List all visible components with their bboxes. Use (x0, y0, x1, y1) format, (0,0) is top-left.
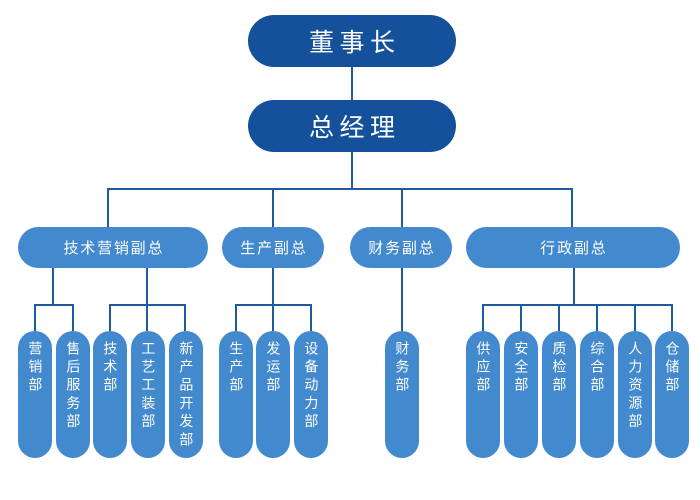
connector-vp4-drop-quality (558, 304, 560, 331)
node-vp-technical-marketing-label: 技术营销副总 (63, 240, 165, 257)
connector-vp1-stem-b (146, 268, 148, 304)
node-vp-administration[interactable]: 行政副总 (466, 227, 680, 268)
node-vp-production[interactable]: 生产副总 (222, 227, 324, 268)
connector-vp2-drop-production (235, 304, 237, 331)
node-dept-production-label: 生产部 (228, 341, 245, 396)
node-dept-finance[interactable]: 财务部 (385, 331, 419, 458)
connector-vp-drop-1 (107, 188, 109, 227)
connector-vp1-drop-newproduct (184, 304, 186, 331)
connector-vp4-drop-hr (634, 304, 636, 331)
node-vp-administration-label: 行政副总 (540, 240, 608, 257)
node-dept-process-tooling[interactable]: 工艺工装部 (131, 331, 165, 458)
connector-vp4-drop-safety (520, 304, 522, 331)
node-dept-general-affairs-label: 综合部 (589, 341, 606, 396)
node-dept-general-affairs[interactable]: 综合部 (580, 331, 614, 458)
connector-vp2-drop-shipping (272, 304, 274, 331)
node-dept-shipping-label: 发运部 (265, 341, 282, 396)
node-dept-supply[interactable]: 供应部 (466, 331, 500, 458)
connector-vp-drop-3 (401, 188, 403, 227)
node-dept-shipping[interactable]: 发运部 (256, 331, 290, 458)
connector-chairman-to-gm (351, 67, 353, 100)
connector-vp4-drop-general (596, 304, 598, 331)
node-dept-after-sales-service[interactable]: 售后服务部 (56, 331, 90, 458)
connector-vp4-drop-supply (482, 304, 484, 331)
connector-vp1-bus-a (34, 304, 72, 306)
connector-vp2-stem (272, 268, 274, 304)
connector-vp1-stem-a (52, 268, 54, 304)
node-dept-equipment-power-label: 设备动力部 (303, 341, 320, 432)
node-dept-warehouse[interactable]: 仓储部 (655, 331, 689, 458)
node-dept-quality-inspection[interactable]: 质检部 (542, 331, 576, 458)
node-vp-finance-label: 财务副总 (368, 240, 436, 257)
connector-vp-drop-4 (571, 188, 573, 227)
connector-vp4-drop-warehouse (671, 304, 673, 331)
node-dept-warehouse-label: 仓储部 (664, 341, 681, 396)
node-dept-production[interactable]: 生产部 (219, 331, 253, 458)
node-dept-marketing[interactable]: 营销部 (18, 331, 52, 458)
node-chairman-label: 董事长 (308, 29, 401, 57)
connector-vp1-drop-marketing (34, 304, 36, 331)
node-general-manager-label: 总经理 (308, 114, 401, 142)
node-dept-technology[interactable]: 技术部 (93, 331, 127, 458)
connector-vp4-bus (482, 304, 673, 306)
connector-vp-drop-2 (272, 188, 274, 227)
node-dept-human-resources[interactable]: 人力资源部 (618, 331, 652, 458)
node-dept-new-product-development[interactable]: 新产品开发部 (169, 331, 203, 458)
node-dept-supply-label: 供应部 (475, 341, 492, 396)
node-dept-quality-inspection-label: 质检部 (551, 341, 568, 396)
node-dept-safety-label: 安全部 (513, 341, 530, 396)
node-vp-finance[interactable]: 财务副总 (350, 227, 452, 268)
node-dept-process-tooling-label: 工艺工装部 (140, 341, 157, 432)
node-chairman[interactable]: 董事长 (248, 15, 456, 67)
connector-vp1-drop-technology (109, 304, 111, 331)
node-dept-finance-label: 财务部 (394, 341, 411, 396)
connector-vp4-stem (573, 268, 575, 304)
connector-vp-bus (107, 188, 573, 190)
node-dept-safety[interactable]: 安全部 (504, 331, 538, 458)
connector-vp1-drop-process (146, 304, 148, 331)
node-general-manager[interactable]: 总经理 (248, 100, 456, 152)
node-vp-production-label: 生产副总 (240, 240, 308, 257)
connector-gm-stem (351, 152, 353, 188)
node-vp-technical-marketing[interactable]: 技术营销副总 (18, 227, 208, 268)
node-dept-after-sales-service-label: 售后服务部 (65, 341, 82, 432)
connector-vp2-drop-equipment (310, 304, 312, 331)
node-dept-technology-label: 技术部 (102, 341, 119, 396)
connector-vp1-drop-aftersales (72, 304, 74, 331)
node-dept-new-product-development-label: 新产品开发部 (178, 341, 195, 451)
connector-vp3-stem-finance (401, 268, 403, 331)
node-dept-human-resources-label: 人力资源部 (627, 341, 644, 432)
node-dept-marketing-label: 营销部 (27, 341, 44, 396)
node-dept-equipment-power[interactable]: 设备动力部 (294, 331, 328, 458)
